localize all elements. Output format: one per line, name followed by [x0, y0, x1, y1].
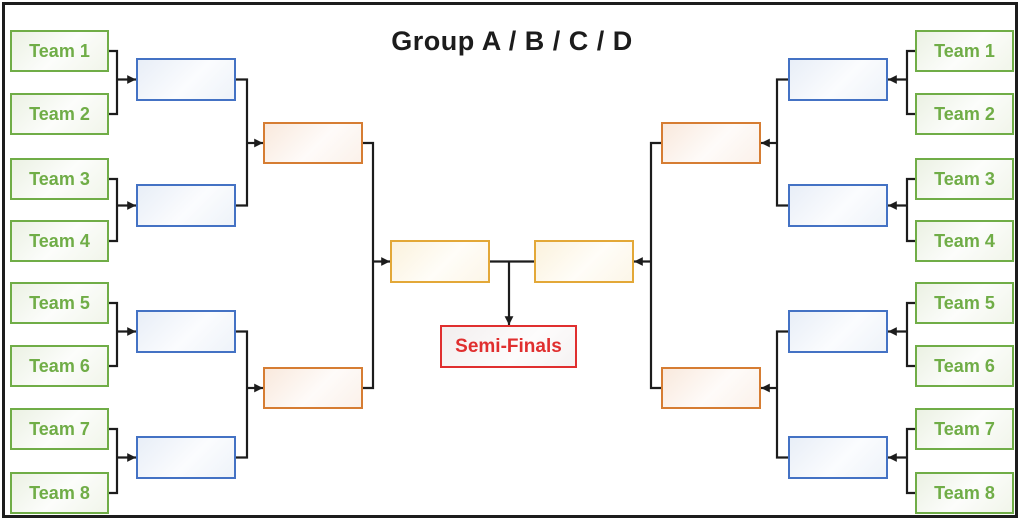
team-box: Team 2 — [915, 93, 1014, 135]
round2-slot — [263, 367, 363, 409]
round1-slot — [136, 58, 236, 101]
team-box: Team 6 — [915, 345, 1014, 387]
team-box: Team 5 — [915, 282, 1014, 324]
team-box: Team 3 — [10, 158, 109, 200]
round1-slot — [788, 184, 888, 227]
team-box: Team 7 — [10, 408, 109, 450]
round1-slot — [136, 436, 236, 479]
team-box: Team 5 — [10, 282, 109, 324]
team-box: Team 1 — [10, 30, 109, 72]
round1-slot — [788, 310, 888, 353]
round1-slot — [136, 310, 236, 353]
round1-slot — [136, 184, 236, 227]
team-box: Team 1 — [915, 30, 1014, 72]
team-box: Team 7 — [915, 408, 1014, 450]
team-box: Team 8 — [10, 472, 109, 514]
round2-slot — [661, 367, 761, 409]
team-box: Team 4 — [10, 220, 109, 262]
diagram-border-frame — [2, 2, 1018, 518]
round2-slot — [661, 122, 761, 164]
team-box: Team 2 — [10, 93, 109, 135]
team-box: Team 8 — [915, 472, 1014, 514]
team-box: Team 6 — [10, 345, 109, 387]
team-box: Team 3 — [915, 158, 1014, 200]
round3-slot — [534, 240, 634, 283]
round1-slot — [788, 436, 888, 479]
semi-finals-box: Semi-Finals — [440, 325, 577, 368]
round2-slot — [263, 122, 363, 164]
round1-slot — [788, 58, 888, 101]
round3-slot — [390, 240, 490, 283]
team-box: Team 4 — [915, 220, 1014, 262]
bracket-title: Group A / B / C / D — [391, 26, 633, 56]
